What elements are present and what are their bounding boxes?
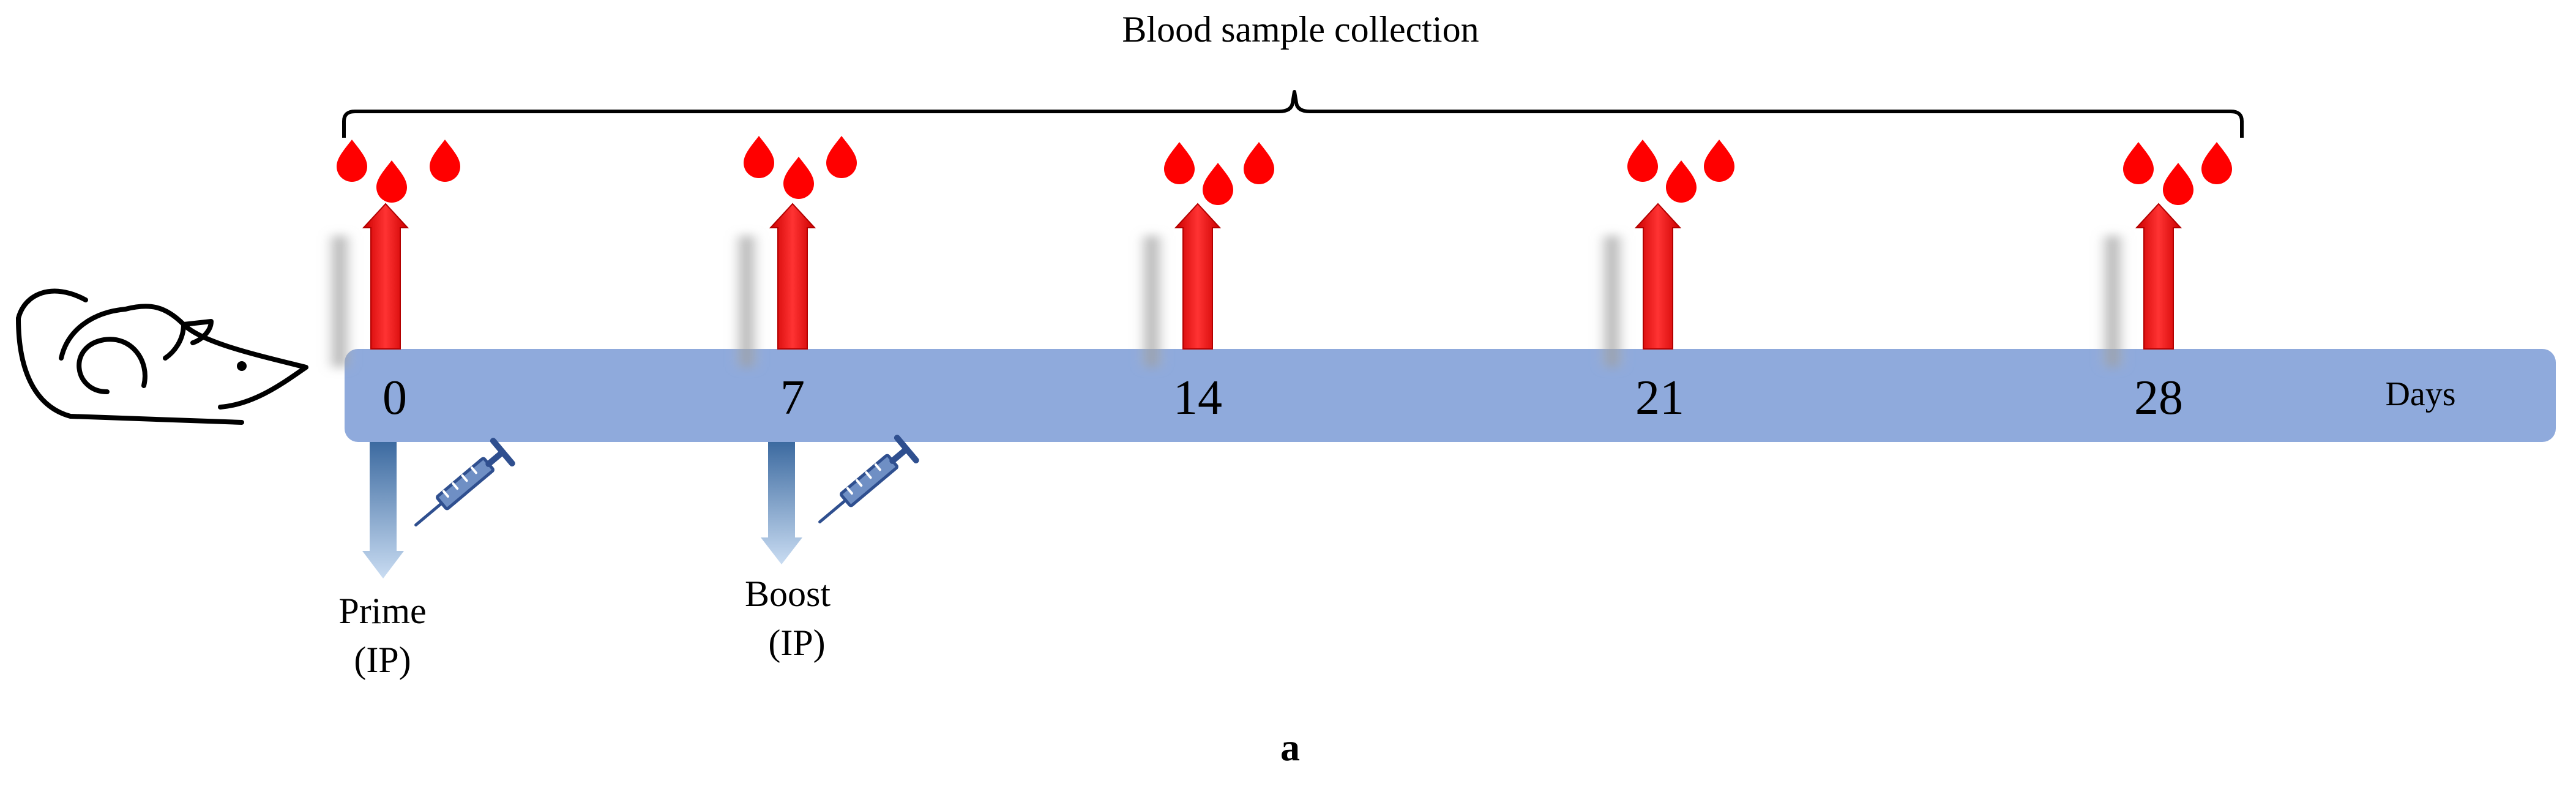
day-label-0: 0 xyxy=(383,371,407,425)
timeline-bar xyxy=(345,349,2556,442)
day-labels: 0 7 14 21 28 xyxy=(383,371,2183,425)
day-label-21: 21 xyxy=(1635,371,1684,425)
blood-drops-icon xyxy=(337,136,2232,205)
blood-sample-collection-label: Blood sample collection xyxy=(1122,9,1479,50)
syringe-icon xyxy=(414,435,919,526)
syringe-icon-day-7 xyxy=(818,435,919,523)
blood-drops-day-28 xyxy=(2123,142,2232,205)
panel-label: a xyxy=(1280,725,1300,769)
boost-label: Boost xyxy=(745,574,831,614)
syringe-icon-day-0 xyxy=(414,438,515,526)
day-label-28: 28 xyxy=(2134,371,2183,425)
sample-arrow-day-28 xyxy=(2135,203,2182,350)
sample-arrow-day-21 xyxy=(1634,203,1682,350)
sample-arrows xyxy=(362,203,2182,350)
injection-arrow-day-0 xyxy=(362,442,404,578)
sample-arrow-day-0 xyxy=(362,203,409,350)
blood-drops-day-0 xyxy=(337,140,460,203)
day-label-14: 14 xyxy=(1173,371,1222,425)
injection-labels: Prime (IP) Boost (IP) xyxy=(338,574,831,680)
blood-drops-day-14 xyxy=(1164,142,1274,205)
mouse-icon xyxy=(16,288,308,425)
prime-route-label: (IP) xyxy=(354,640,411,680)
blood-drops-day-7 xyxy=(744,136,857,199)
sample-arrow-shadows xyxy=(326,236,2126,367)
days-unit-label: Days xyxy=(2385,375,2455,413)
day-label-7: 7 xyxy=(780,371,805,425)
collection-brace xyxy=(342,90,2244,138)
boost-route-label: (IP) xyxy=(768,623,825,663)
injection-arrows xyxy=(362,442,802,578)
blood-drops-day-21 xyxy=(1627,140,1734,203)
sample-arrow-day-14 xyxy=(1174,203,1222,350)
prime-label: Prime xyxy=(338,591,426,631)
sample-arrow-day-7 xyxy=(769,203,816,350)
injection-arrow-day-7 xyxy=(761,442,802,564)
